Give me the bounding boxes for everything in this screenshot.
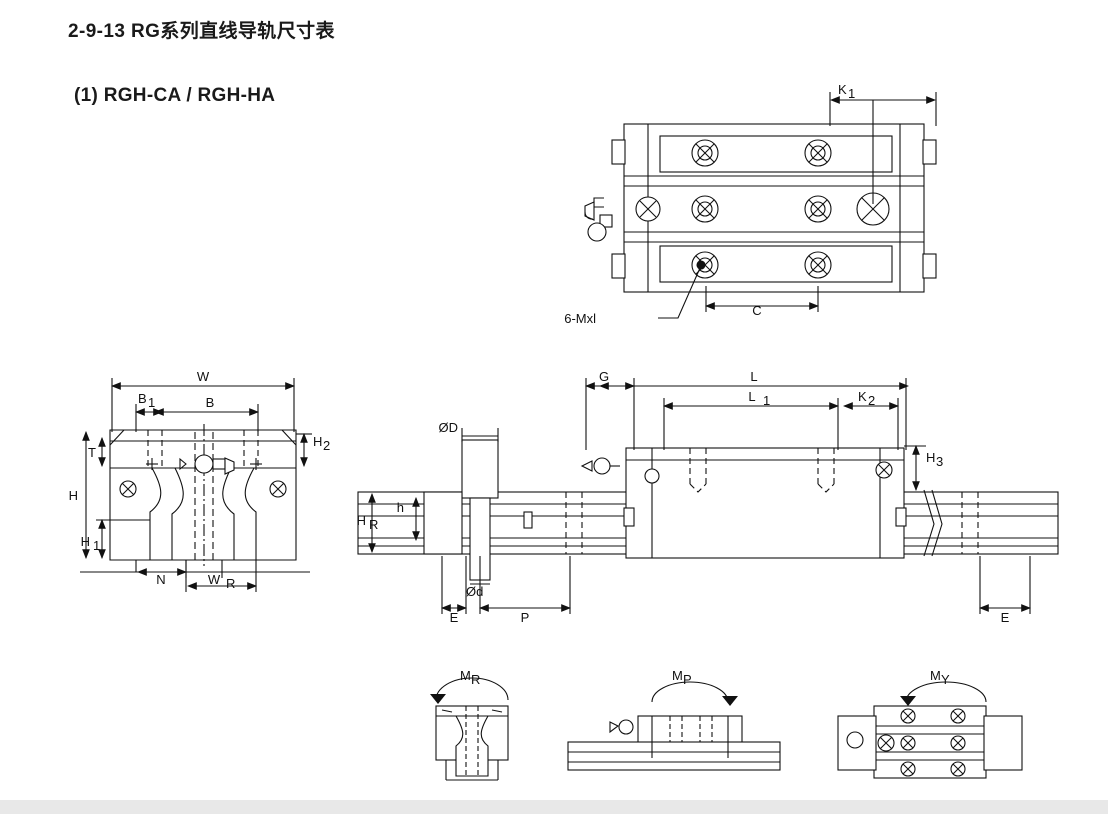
label-l1: L [748,389,755,404]
label-t: T [88,445,96,460]
moment-mp-diagram [567,681,781,771]
side-view-dimensions [368,378,1032,614]
top-view-block [584,92,937,293]
label-od: ØD [439,420,459,435]
label-n: N [156,572,165,587]
label-wr: W [208,572,221,587]
label-h1-sub: 1 [93,538,100,553]
footer-bar [0,800,1108,814]
front-view-block [109,424,297,578]
label-h3: H [926,450,935,465]
label-e-right: E [1001,610,1010,625]
label-mr: M [460,668,471,683]
section-subtitle: (1) RGH-CA / RGH-HA [74,85,276,106]
label-h: H [69,488,78,503]
label-k1-sub: 1 [848,86,855,101]
label-my: M [930,668,941,683]
label-k1: K [838,82,847,97]
label-od-small: Ød [466,584,483,599]
label-l: L [750,369,757,384]
label-mr-sub: R [471,672,480,687]
label-h1: H [81,534,90,549]
label-hr-sub: R [369,517,378,532]
dim-c [704,286,820,312]
label-my-sub: Y [941,672,950,687]
label-h2: H [313,434,322,449]
leader-6mxl [658,260,706,319]
label-b: B [206,395,215,410]
front-view-dimensions [80,378,312,592]
label-wr-sub: R [226,576,235,591]
label-p: P [521,610,530,625]
label-6mxl: 6-Mxl [564,311,596,326]
label-hr: H [357,513,366,528]
label-c: C [752,303,761,318]
label-b1-sub: 1 [148,395,155,410]
moment-mr-diagram [430,677,509,781]
label-k2: K [858,389,867,404]
label-g: G [599,369,609,384]
label-mp: M [672,668,683,683]
label-mp-sub: P [683,672,692,687]
label-e-left: E [450,610,459,625]
label-h-small: h [397,500,404,515]
label-h2-sub: 2 [323,438,330,453]
label-w: W [197,369,210,384]
label-h3-sub: 3 [936,454,943,469]
moment-my-diagram [837,681,1023,779]
side-view-assembly [357,439,1059,581]
label-l1-sub: 1 [763,393,770,408]
page-title: 2-9-13 RG系列直线导轨尺寸表 [68,21,335,42]
label-b1: B [138,391,147,406]
label-k2-sub: 2 [868,393,875,408]
